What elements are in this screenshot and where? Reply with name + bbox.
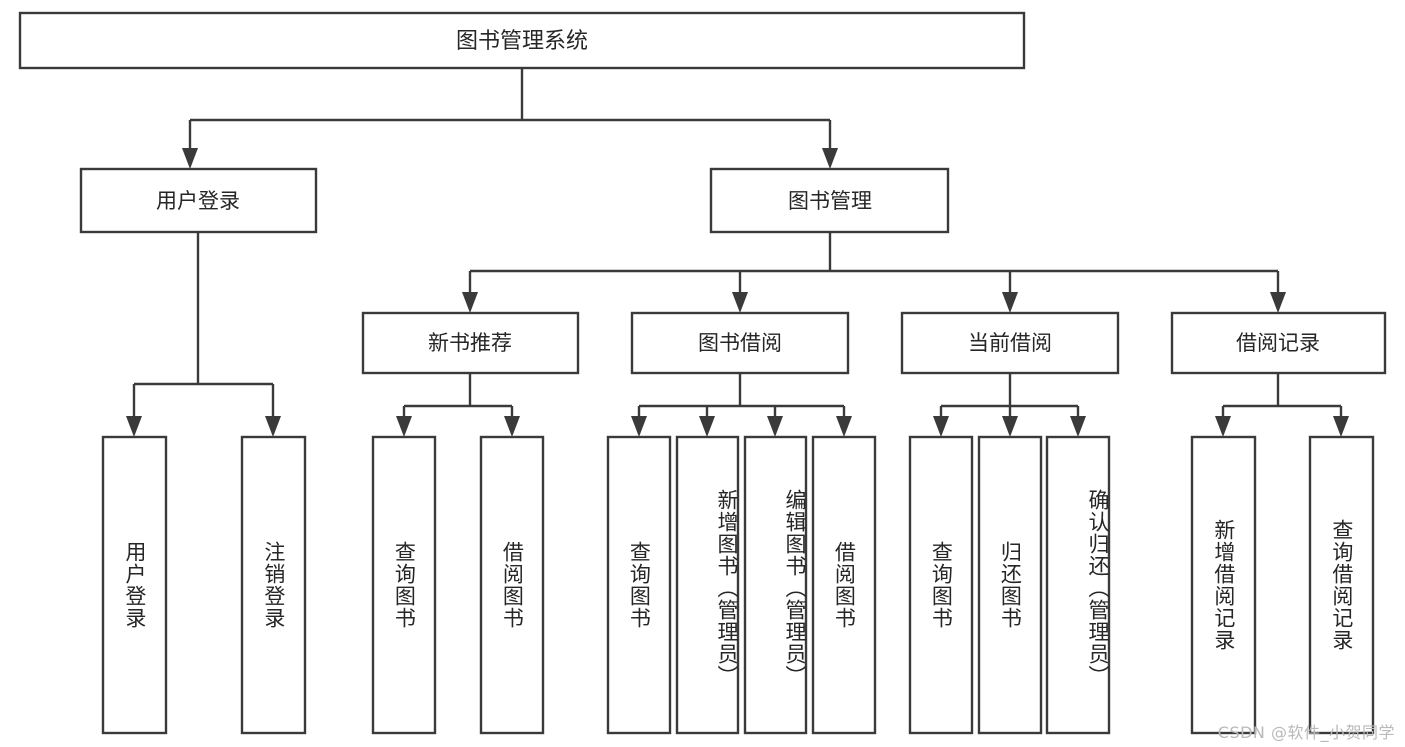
leaf-box-br-query-record[interactable]: [1308, 435, 1375, 735]
arrow-head-bb-leaf-4: [836, 416, 852, 437]
node-label-user-login: 用户登录: [156, 189, 240, 213]
arrow-head-nb-leaf-1: [396, 416, 412, 437]
arrow-head-cb-leaf-2: [1002, 416, 1018, 437]
arrow-head-to-borrow-record: [1270, 292, 1286, 313]
node-label-book-borrow: 图书借阅: [698, 331, 782, 355]
node-box-new-book-recommend[interactable]: [361, 311, 580, 375]
node-box-root[interactable]: [18, 11, 1026, 70]
arrow-head-br-leaf-2: [1333, 416, 1349, 437]
arrow-head-cb-leaf-3: [1070, 416, 1086, 437]
leaf-box-bb-add-book[interactable]: [675, 435, 740, 735]
leaf-box-br-add-record[interactable]: [1190, 435, 1257, 735]
connector-current-borrow-bus: [939, 373, 1080, 420]
arrow-head-nb-leaf-2: [504, 416, 520, 437]
arrow-head-to-book-manage: [822, 148, 838, 169]
node-label-root: 图书管理系统: [456, 29, 588, 54]
arrow-head-br-leaf-1: [1215, 416, 1231, 437]
arrow-head-to-new-book: [462, 292, 478, 313]
csdn-watermark: CSDN @软件_小贺同学: [1217, 723, 1395, 742]
node-box-user-login[interactable]: [79, 167, 318, 234]
node-label-new-book-recommend: 新书推荐: [428, 331, 512, 355]
leaf-box-cb-query-book[interactable]: [908, 435, 974, 735]
leaf-box-logout[interactable]: [240, 435, 307, 735]
node-label-book-manage: 图书管理: [788, 189, 872, 213]
arrow-head-to-user-login: [182, 148, 198, 169]
arrow-head-to-leaf-logout: [265, 416, 281, 437]
arrow-head-to-book-borrow: [732, 292, 748, 313]
node-label-borrow-record: 借阅记录: [1236, 331, 1320, 355]
arrow-head-cb-leaf-1: [933, 416, 949, 437]
leaf-box-nb-borrow-book[interactable]: [479, 435, 545, 735]
leaf-box-user-login[interactable]: [101, 435, 168, 735]
leaf-box-bb-query-book[interactable]: [606, 435, 672, 735]
connector-user-login-bus: [132, 232, 275, 420]
leaf-box-bb-borrow-book[interactable]: [811, 435, 877, 735]
connector-book-manage-bus: [468, 232, 1280, 296]
arrow-head-bb-leaf-3: [767, 416, 783, 437]
arrow-head-to-leaf-user-login: [126, 416, 142, 437]
arrow-head-bb-leaf-1: [631, 416, 647, 437]
connector-borrow-record-bus: [1221, 373, 1343, 420]
connector-book-borrow-bus: [637, 373, 846, 420]
leaf-box-cb-confirm-return[interactable]: [1045, 435, 1111, 735]
leaf-box-cb-return-book[interactable]: [977, 435, 1043, 735]
leaf-box-bb-edit-book[interactable]: [743, 435, 808, 735]
node-label-current-borrow: 当前借阅: [968, 331, 1052, 355]
leaf-box-nb-query-book[interactable]: [371, 435, 437, 735]
arrow-head-bb-leaf-2: [699, 416, 715, 437]
connector-new-book-bus: [402, 373, 514, 420]
connector-root-bus: [188, 68, 832, 152]
arrow-head-to-current-borrow: [1002, 292, 1018, 313]
node-box-current-borrow[interactable]: [900, 311, 1120, 375]
